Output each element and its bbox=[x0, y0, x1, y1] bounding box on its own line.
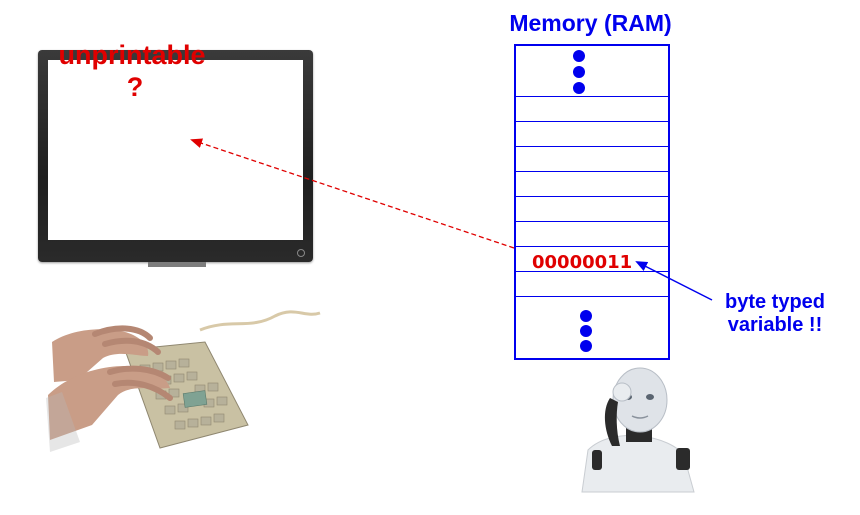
ellipsis-dot-bottom-2 bbox=[580, 325, 592, 337]
ellipsis-dot-top-3 bbox=[573, 82, 585, 94]
thinking-robot-illustration bbox=[581, 367, 695, 493]
memory-byte-value: 00000011 bbox=[532, 252, 633, 273]
ellipsis-dot-bottom-1 bbox=[580, 310, 592, 322]
question-mark-label: ? bbox=[126, 72, 144, 102]
callout-label-line2: variable !! bbox=[727, 314, 823, 336]
memory-cell-divider bbox=[516, 296, 668, 297]
memory-cell-divider bbox=[516, 146, 668, 147]
ellipsis-dot-top-2 bbox=[573, 66, 585, 78]
monitor-logo-icon bbox=[297, 249, 305, 257]
memory-cell-divider bbox=[516, 171, 668, 172]
memory-cell-divider bbox=[516, 221, 668, 222]
memory-cell-divider bbox=[516, 196, 668, 197]
monitor-screen bbox=[48, 60, 303, 240]
unprintable-label: unprintable bbox=[58, 40, 206, 70]
callout-label-line1: byte typed bbox=[724, 291, 826, 313]
monitor-stand bbox=[148, 262, 206, 267]
ellipsis-dot-top-1 bbox=[573, 50, 585, 62]
callout-arrow bbox=[635, 261, 713, 301]
dashed-arrow-to-screen bbox=[190, 138, 515, 249]
memory-title: Memory (RAM) bbox=[509, 10, 672, 36]
ellipsis-dot-bottom-3 bbox=[580, 340, 592, 352]
hands-typing-keyboard-illustration bbox=[46, 310, 321, 452]
memory-cell-divider bbox=[516, 246, 668, 247]
memory-cell-divider bbox=[516, 96, 668, 97]
memory-cell-divider bbox=[516, 121, 668, 122]
memory-cell-divider bbox=[516, 271, 668, 272]
memory-block: 00000011 bbox=[514, 44, 670, 360]
computer-monitor bbox=[38, 50, 313, 262]
